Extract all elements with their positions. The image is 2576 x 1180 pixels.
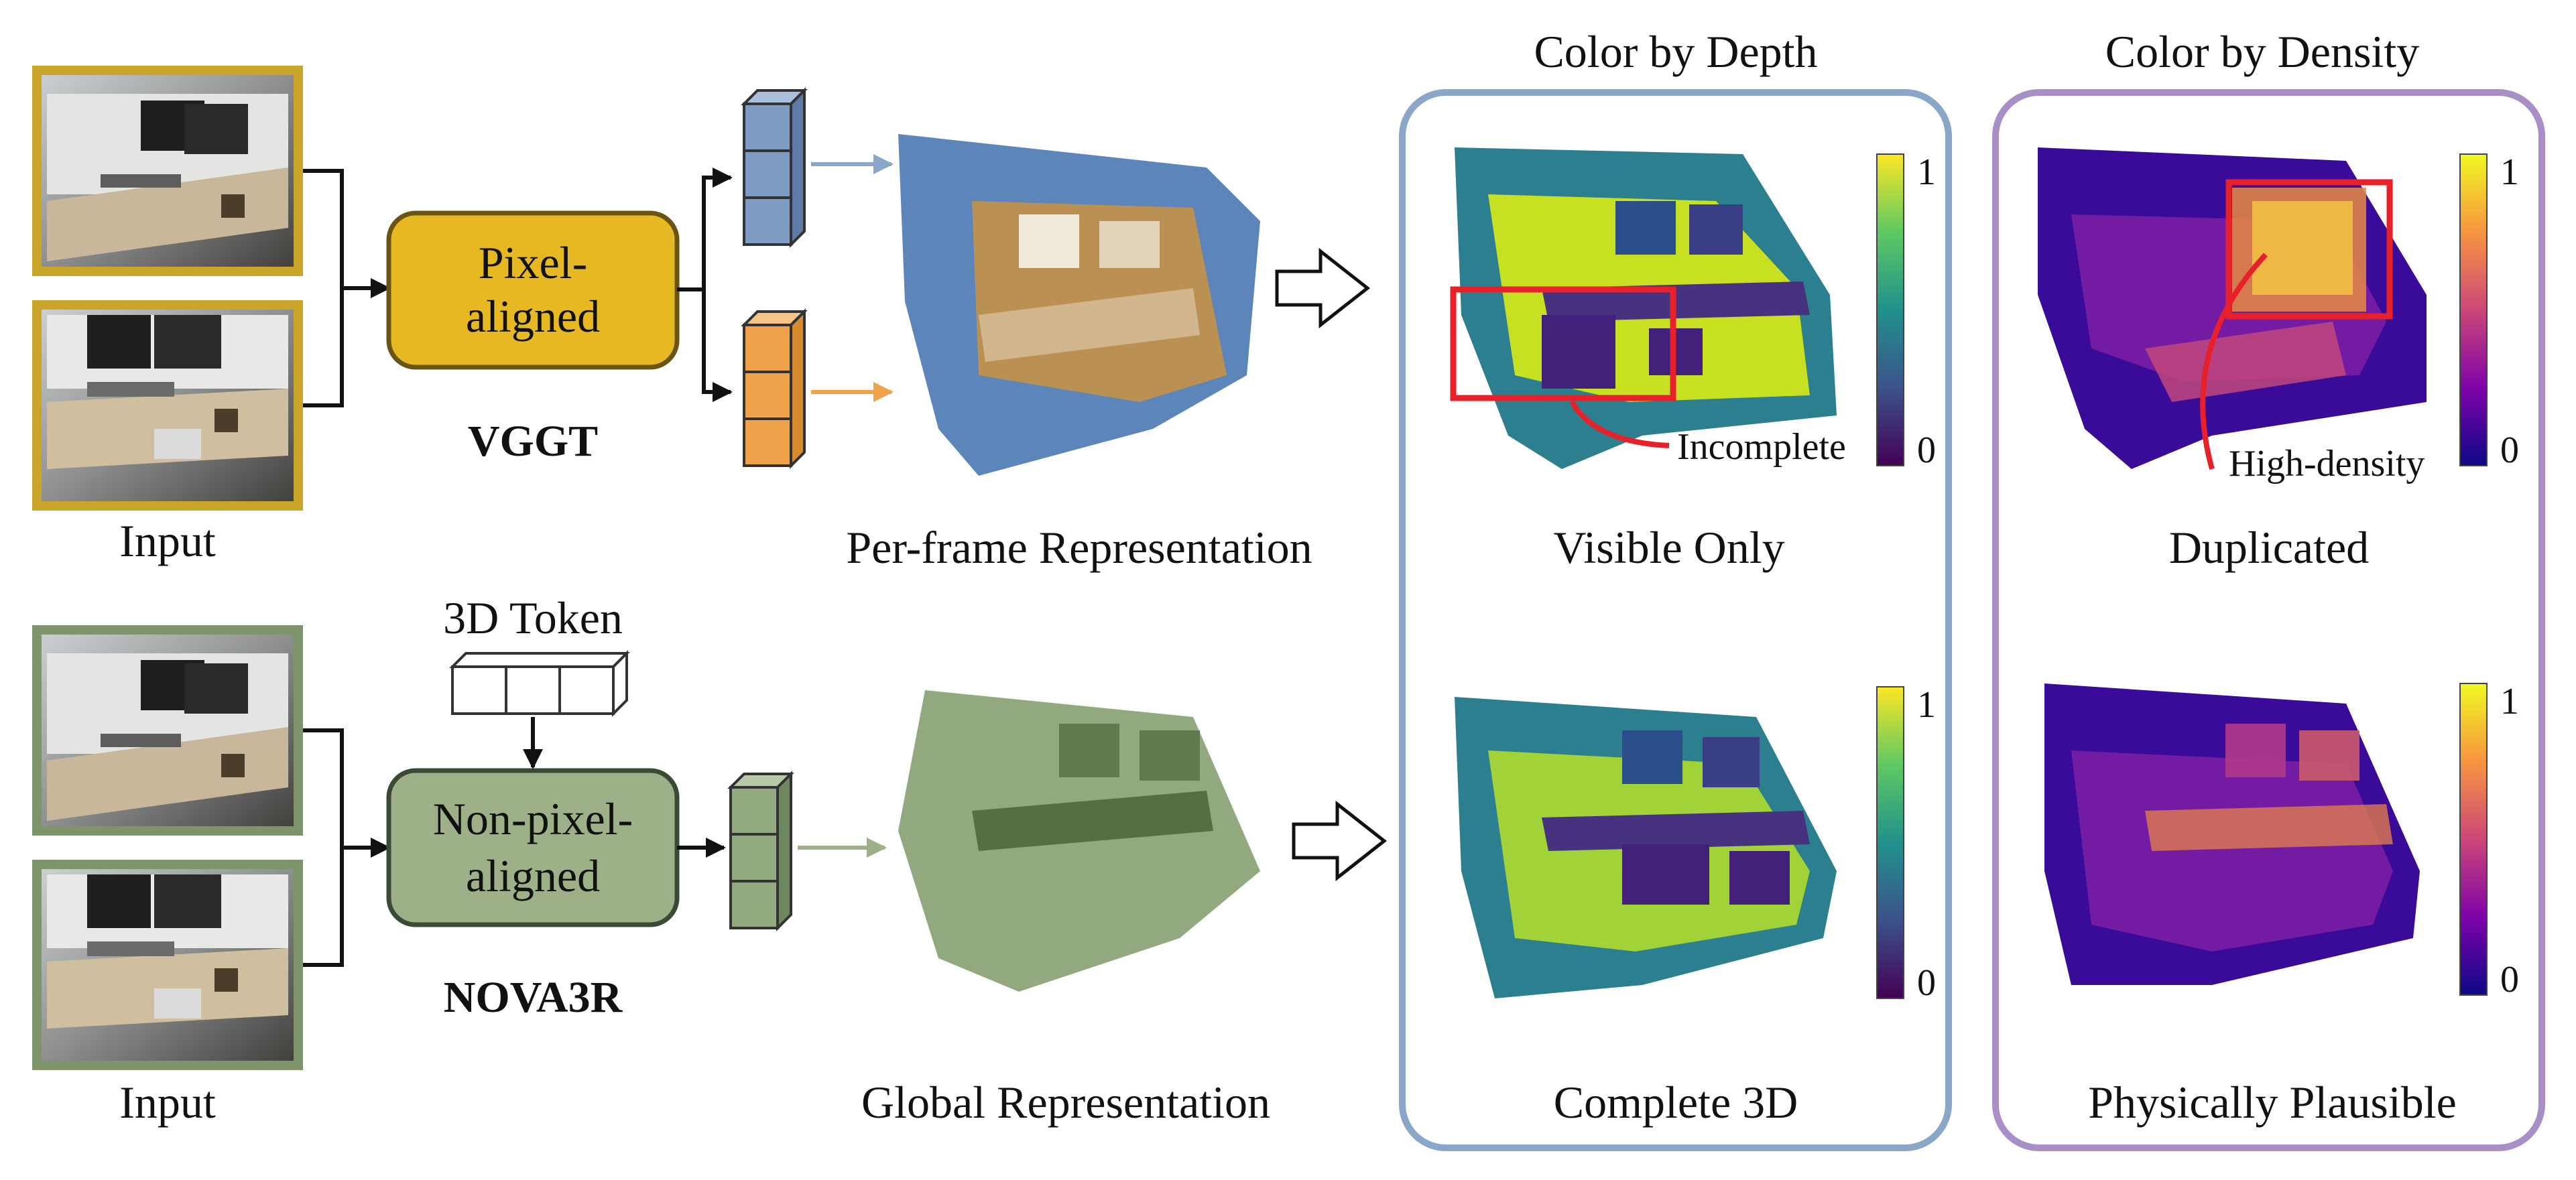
density-annotation: High-density (2229, 443, 2425, 484)
density-colorbar-top-max: 1 (2500, 151, 2519, 193)
depth-cloud-top (1455, 147, 1837, 469)
density-panel-frame (1992, 89, 2545, 1151)
depth-caption-bottom: Complete 3D (1554, 1077, 1798, 1128)
connector-fork (677, 168, 733, 402)
density-colorbar-bottom-min: 0 (2500, 959, 2519, 1000)
pixel-aligned-box (386, 210, 680, 370)
point-cloud-global (898, 690, 1260, 992)
depth-colorbar-top (1876, 153, 1904, 466)
token-stack-green (727, 771, 794, 931)
depth-panel-frame (1399, 89, 1952, 1151)
token-stack-orange (741, 308, 808, 469)
hollow-arrow-top (1275, 247, 1371, 329)
representation-label-top: Per-frame Representation (846, 522, 1312, 573)
density-cloud-bottom (2044, 683, 2420, 985)
connector-top-inputs (303, 169, 391, 407)
depth-colorbar-bottom-min: 0 (1917, 962, 1936, 1004)
density-panel-title: Color by Density (2105, 26, 2419, 77)
depth-colorbar-bottom-max: 1 (1917, 684, 1936, 726)
input-image-bottom-2 (32, 860, 303, 1070)
model-name-vggt: VGGT (468, 417, 598, 466)
density-colorbar-bottom (2459, 683, 2488, 996)
input-image-bottom-1 (32, 625, 303, 836)
depth-panel-title: Color by Depth (1534, 26, 1817, 77)
density-colorbar-top-min: 0 (2500, 430, 2519, 471)
connector-bottom-inputs (303, 728, 391, 967)
token-stack-blue (741, 87, 808, 248)
input-image-top-2 (32, 300, 303, 511)
depth-highlight-pointer (1569, 400, 1670, 448)
depth-colorbar-top-max: 1 (1917, 151, 1936, 193)
token-label: 3D Token (443, 592, 623, 643)
depth-colorbar-bottom (1876, 686, 1904, 999)
hollow-arrow-bottom (1292, 800, 1388, 882)
pixel-aligned-label-line2: aligned (466, 291, 600, 342)
input-label-top: Input (119, 515, 216, 566)
representation-label-bottom: Global Representation (861, 1077, 1270, 1128)
point-cloud-per-frame (898, 134, 1260, 476)
depth-highlight-box (1450, 286, 1676, 401)
non-pixel-aligned-label-line2: aligned (466, 850, 600, 901)
input-label-bottom: Input (119, 1077, 216, 1128)
density-colorbar-bottom-max: 1 (2500, 681, 2519, 722)
pixel-aligned-label-line1: Pixel- (479, 237, 587, 288)
density-cloud-top (2038, 147, 2427, 469)
density-caption-bottom: Physically Plausible (2088, 1077, 2457, 1128)
depth-colorbar-top-min: 0 (1917, 430, 1936, 471)
density-highlight-box (2225, 179, 2393, 320)
depth-annotation: Incomplete (1677, 426, 1846, 468)
model-name-nova3r: NOVA3R (444, 973, 623, 1022)
depth-cloud-bottom (1455, 697, 1837, 998)
depth-caption-top: Visible Only (1553, 522, 1784, 573)
input-image-top-1 (32, 66, 303, 276)
density-colorbar-top (2459, 153, 2488, 466)
non-pixel-aligned-label-line1: Non-pixel- (433, 793, 633, 844)
token-row-3d (449, 650, 630, 717)
density-caption-top: Duplicated (2169, 522, 2369, 573)
density-highlight-pointer (2200, 253, 2268, 470)
